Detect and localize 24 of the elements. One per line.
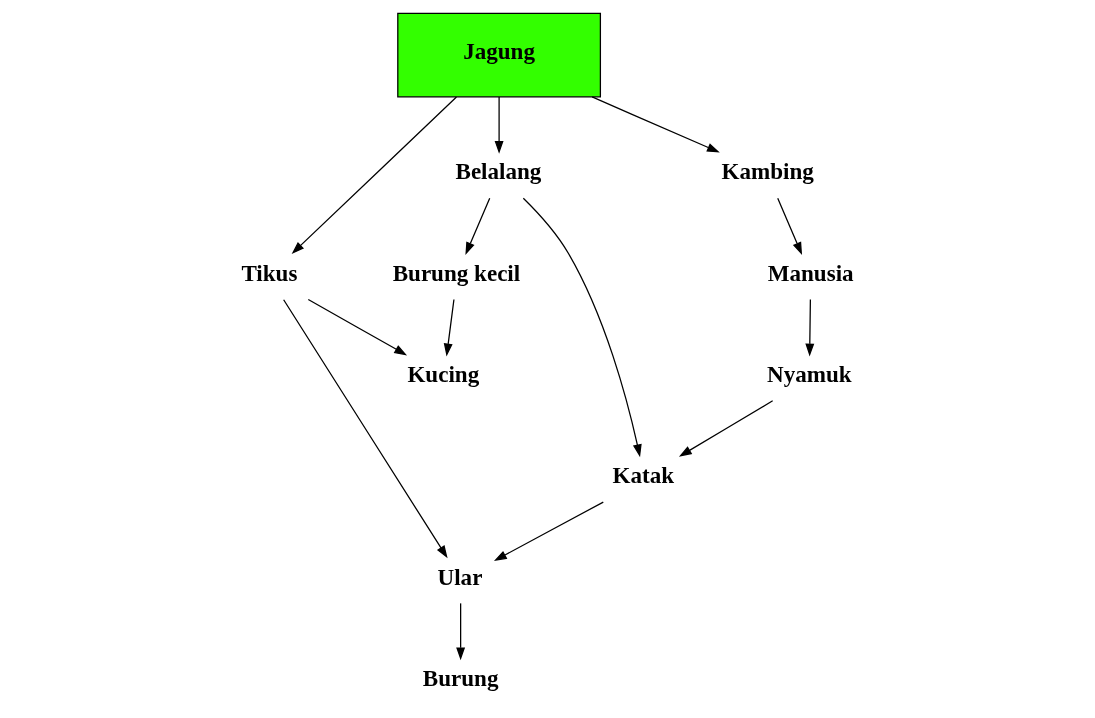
arrow bbox=[494, 96, 504, 154]
arrow bbox=[678, 400, 774, 457]
arrow bbox=[291, 96, 458, 254]
node-text: Manusia bbox=[767, 259, 854, 286]
arrow bbox=[522, 197, 642, 458]
node-text: Belalang bbox=[455, 158, 542, 185]
arrow bbox=[443, 298, 455, 357]
node-text: Katak bbox=[612, 462, 675, 489]
node-text: Kambing bbox=[721, 158, 814, 185]
node-text: Ular bbox=[437, 563, 483, 590]
arrow bbox=[307, 298, 408, 356]
arrow bbox=[591, 96, 720, 153]
node-text: Burung bbox=[422, 664, 499, 691]
arrow bbox=[456, 602, 466, 661]
arrow bbox=[283, 299, 448, 559]
node-box: Jagung bbox=[397, 12, 602, 98]
arrow bbox=[777, 197, 803, 255]
arrow bbox=[805, 298, 815, 357]
arrow bbox=[493, 501, 604, 561]
arrow bbox=[465, 197, 491, 255]
node-text: Nyamuk bbox=[767, 360, 852, 387]
node-text: Kucing bbox=[407, 360, 480, 387]
node-text: Burung kecil bbox=[392, 259, 521, 286]
node-text: Tikus bbox=[241, 259, 298, 286]
